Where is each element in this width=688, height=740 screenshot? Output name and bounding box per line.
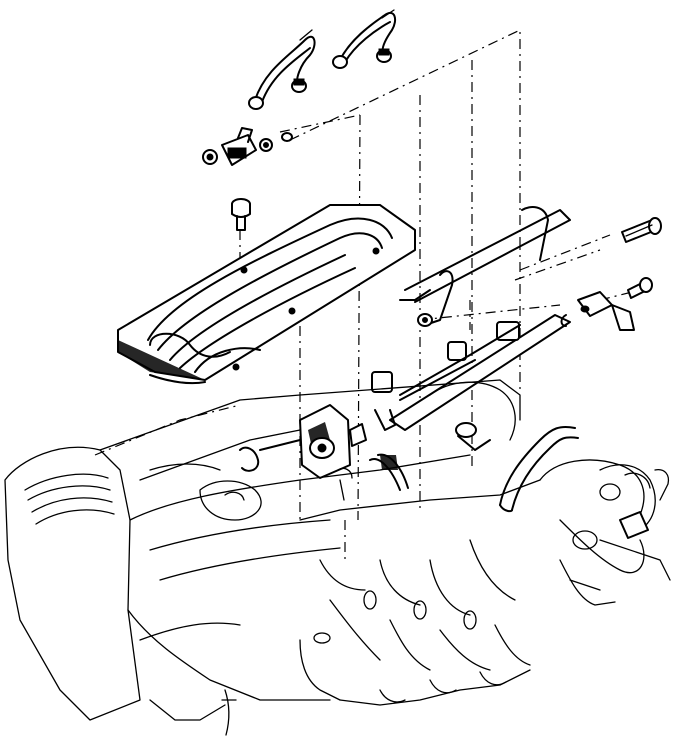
throttle-body xyxy=(239,404,367,479)
fuel-delivery-pipe xyxy=(371,206,571,431)
union-bolt xyxy=(231,198,251,231)
injector-connector xyxy=(202,127,257,166)
air-intake-connector xyxy=(539,459,671,606)
injector-wire-harness xyxy=(248,9,397,110)
grommet xyxy=(259,138,273,152)
engine-block xyxy=(4,379,521,736)
o-ring xyxy=(281,132,293,142)
fuel-hose xyxy=(369,425,579,513)
fuel-pressure-regulator xyxy=(560,291,635,331)
alignment-leaders xyxy=(94,29,641,560)
intake-chamber-cover xyxy=(117,204,416,385)
hose-clamp-icon xyxy=(337,467,353,501)
delivery-pipe-bolt xyxy=(621,217,662,299)
intake-manifold xyxy=(299,479,541,706)
